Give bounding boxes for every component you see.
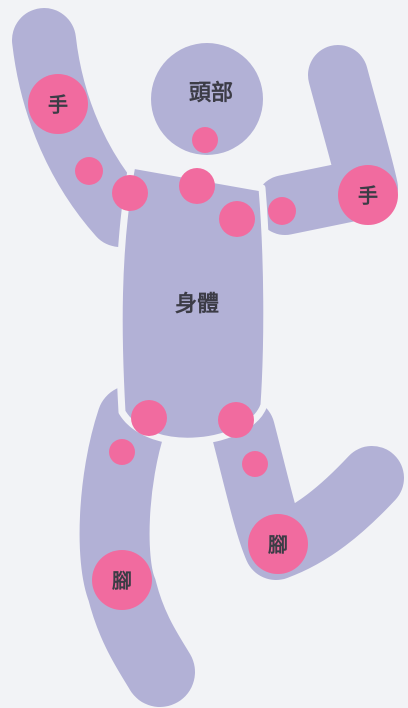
head-label: 頭部 bbox=[189, 80, 233, 106]
left-hip-joint bbox=[131, 400, 167, 436]
left-foot-label: 腳 bbox=[112, 569, 132, 593]
neck-joint bbox=[192, 127, 218, 153]
left-hand-label: 手 bbox=[48, 93, 68, 117]
left-foot-joint bbox=[92, 550, 152, 610]
joints bbox=[28, 74, 398, 610]
torso-label: 身體 bbox=[175, 291, 219, 317]
left-knee-joint bbox=[109, 439, 135, 465]
right-elbow-joint bbox=[268, 197, 296, 225]
labels: 頭部 身體 手 手 腳 腳 bbox=[48, 80, 378, 593]
right-knee-joint bbox=[242, 451, 268, 477]
right-hip-joint bbox=[218, 402, 254, 438]
left-arm bbox=[12, 8, 152, 247]
head bbox=[151, 43, 263, 155]
chest-joint bbox=[179, 168, 215, 204]
right-foot-label: 腳 bbox=[268, 533, 288, 557]
right-hand-label: 手 bbox=[358, 184, 378, 208]
right-shoulder-joint bbox=[219, 201, 255, 237]
left-shoulder-joint bbox=[112, 175, 148, 211]
right-foot-joint bbox=[248, 514, 308, 574]
left-elbow-joint bbox=[75, 157, 103, 185]
left-hand-joint bbox=[28, 74, 88, 134]
right-hand-joint bbox=[338, 165, 398, 225]
